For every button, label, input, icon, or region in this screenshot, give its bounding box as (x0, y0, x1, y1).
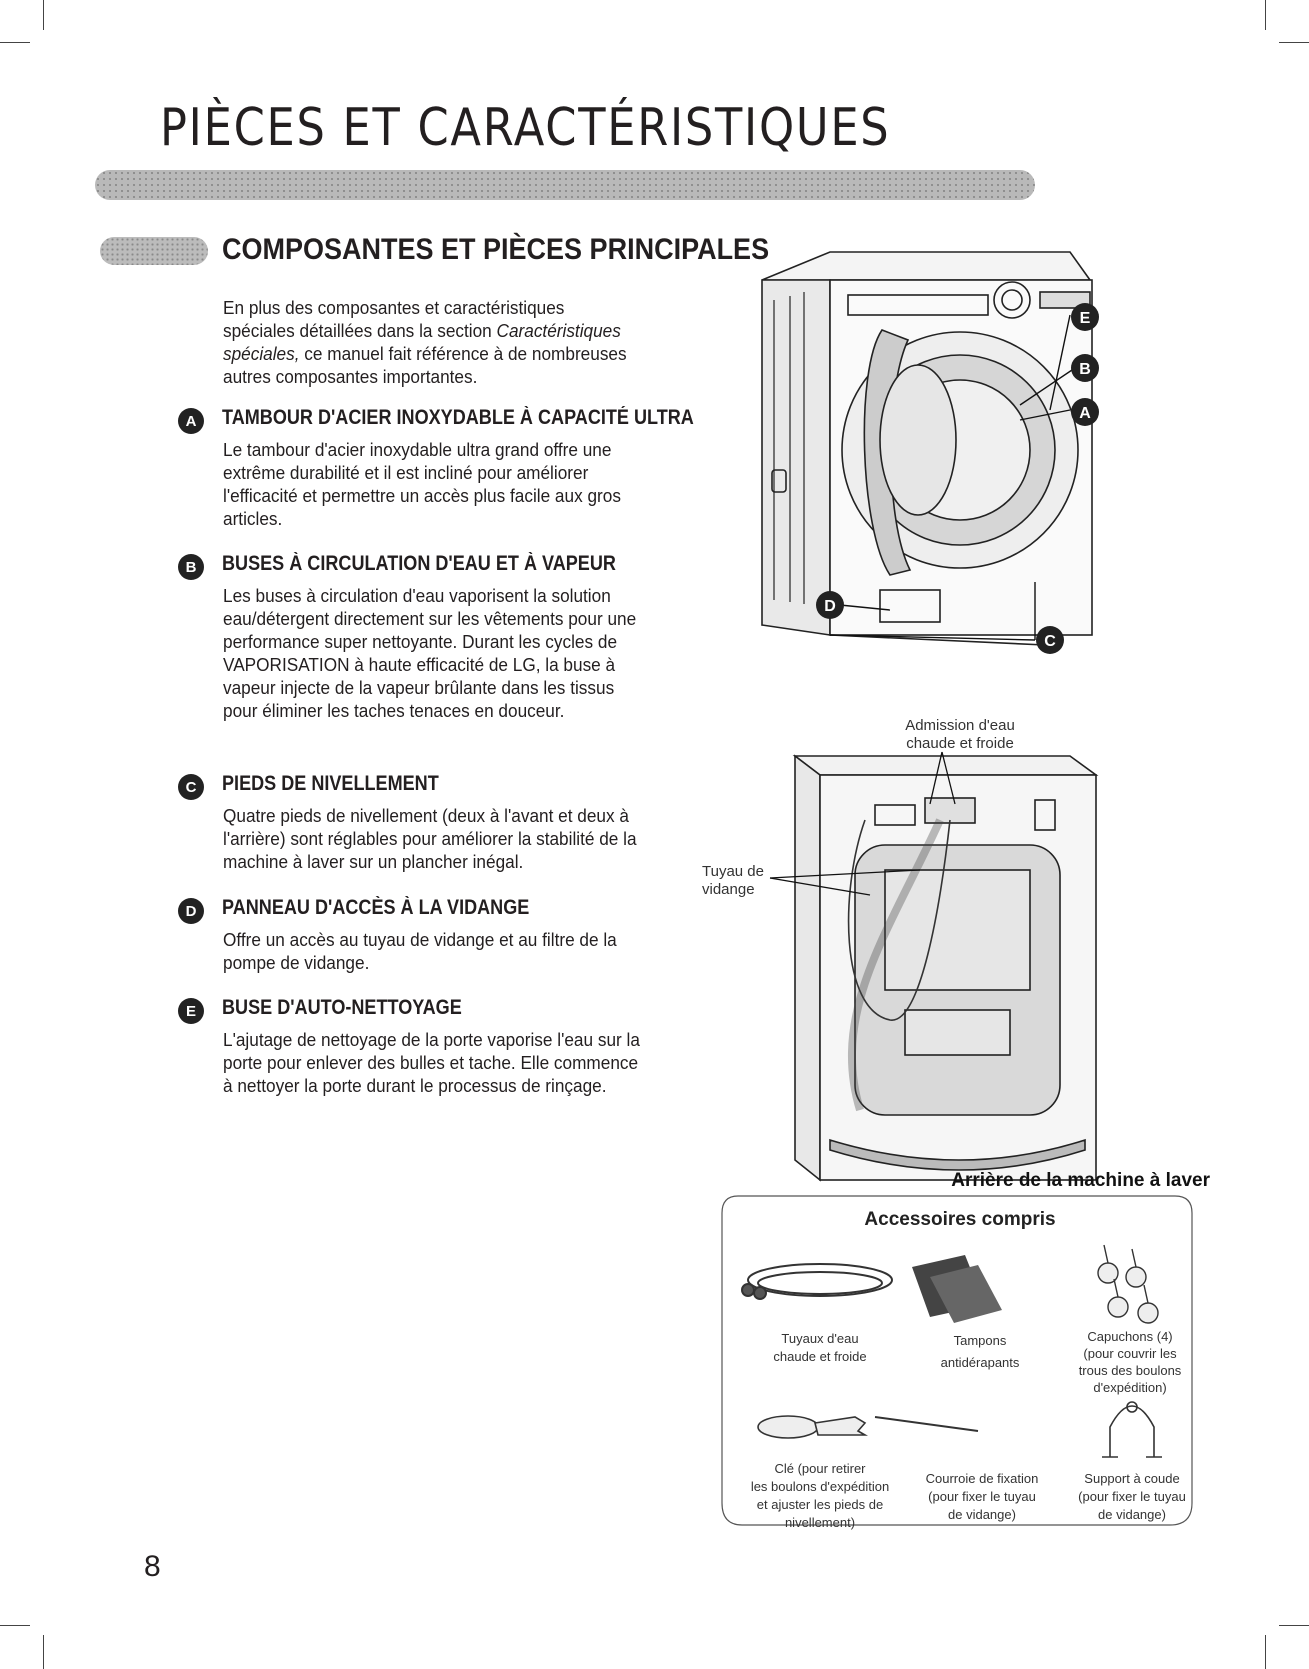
badge-c: C (178, 774, 204, 800)
intro-text-end: ce manuel fait référence à de nombreuses… (223, 343, 627, 387)
feature-title: BUSE D'AUTO-NETTOYAGE (222, 996, 462, 1019)
badge-b: B (178, 554, 204, 580)
crop-mark (1279, 1625, 1309, 1626)
badge-d: D (178, 898, 204, 924)
inlet-label-line1: Admission d'eau (905, 717, 1015, 734)
elbow-label-1: Support à coude (1084, 1471, 1179, 1486)
front-callouts: E B A D C (816, 303, 1099, 654)
crop-mark (1265, 0, 1266, 30)
callout-d-label: D (824, 598, 836, 615)
feature-description: Quatre pieds de nivellement (deux à l'av… (223, 805, 637, 872)
strap-icon (874, 1416, 979, 1432)
badge-e: E (178, 998, 204, 1024)
pads-label-1: Tampons (954, 1333, 1007, 1348)
feature-title: BUSES À CIRCULATION D'EAU ET À VAPEUR (222, 552, 616, 575)
strap-label-2: (pour fixer le tuyau (928, 1489, 1036, 1504)
callout-c-label: C (1044, 633, 1056, 650)
intro-italic: Caractéristiques spéciales, (223, 320, 621, 364)
callout-e-label: E (1080, 310, 1091, 327)
feature-title: PIEDS DE NIVELLEMENT (222, 772, 439, 795)
page-title: PIÈCES ET CARACTÉRISTIQUES (160, 98, 891, 158)
callout-d (816, 591, 844, 619)
rear-caption: Arrière de la machine à laver (951, 1170, 1210, 1190)
feature-description: Le tambour d'acier inoxydable ultra gran… (223, 439, 621, 529)
intro-paragraph: En plus des composantes et caractéristiq… (223, 296, 632, 388)
crop-mark (0, 42, 30, 43)
caps-label-3: trous des boulons (1079, 1363, 1182, 1378)
elbow-label-2: (pour fixer le tuyau (1078, 1489, 1186, 1504)
feature-title: TAMBOUR D'ACIER INOXYDABLE À CAPACITÉ UL… (222, 406, 694, 429)
wrench-icon (757, 1415, 869, 1439)
callout-a-label: A (1079, 405, 1091, 422)
wrench-label-2: les boulons d'expédition (751, 1479, 889, 1494)
section-title: COMPOSANTES ET PIÈCES PRINCIPALES (222, 233, 770, 266)
accessories-panel: Accessoires compris Tuyaux d'eau chaude … (721, 1195, 1193, 1530)
callout-a (1071, 398, 1099, 426)
feature-title: PANNEAU D'ACCÈS À LA VIDANGE (222, 896, 530, 919)
feature-description: Les buses à circulation d'eau vaporisent… (223, 585, 637, 721)
badge-a: A (178, 408, 204, 434)
pads-label-2: antidérapants (941, 1355, 1020, 1370)
callout-b-label: B (1079, 361, 1091, 378)
wrench-label-1: Clé (pour retirer (774, 1461, 866, 1476)
strap-label-1: Courroie de fixation (926, 1471, 1039, 1486)
drain-label-line2: vidange (702, 881, 755, 898)
page-number: 8 (144, 1550, 161, 1583)
elbow-icon (1102, 1401, 1162, 1458)
crop-mark (43, 0, 44, 30)
crop-mark (1279, 42, 1309, 43)
wrench-label-3: et ajuster les pieds de (757, 1497, 883, 1512)
feature-description: Offre un accès au tuyau de vidange et au… (223, 929, 617, 973)
feature-description: L'ajutage de nettoyage de la porte vapor… (223, 1029, 640, 1096)
caps-label-1: Capuchons (4) (1087, 1329, 1172, 1344)
drain-label-line1: Tuyau de (702, 863, 764, 880)
elbow-label-3: de vidange) (1098, 1507, 1166, 1522)
hoses-label-1: Tuyaux d'eau (781, 1331, 858, 1346)
hoses-icon (741, 1263, 893, 1300)
crop-mark (1265, 1635, 1266, 1669)
washer-rear-illustration: Admission d'eau chaude et froide Tuyau d… (702, 717, 1211, 1190)
crop-mark (0, 1625, 30, 1626)
accessories-title: Accessoires compris (864, 1209, 1055, 1230)
washer-front-illustration: E B A D C (761, 251, 1099, 654)
title-bar (95, 170, 1035, 200)
intro-text: En plus des composantes et caractéristiq… (223, 297, 565, 341)
inlet-label-line2: chaude et froide (906, 735, 1014, 752)
caps-label-2: (pour couvrir les (1083, 1346, 1177, 1361)
caps-icon (1097, 1244, 1159, 1324)
callout-e (1071, 303, 1099, 331)
crop-mark (43, 1635, 44, 1669)
wrench-label-4: nivellement) (785, 1515, 855, 1530)
caps-label-4: d'expédition) (1093, 1380, 1166, 1395)
hoses-label-2: chaude et froide (773, 1349, 866, 1364)
callout-c (1036, 626, 1064, 654)
callout-b (1071, 354, 1099, 382)
pads-icon (912, 1255, 1002, 1323)
section-pill (100, 237, 208, 265)
strap-label-3: de vidange) (948, 1507, 1016, 1522)
